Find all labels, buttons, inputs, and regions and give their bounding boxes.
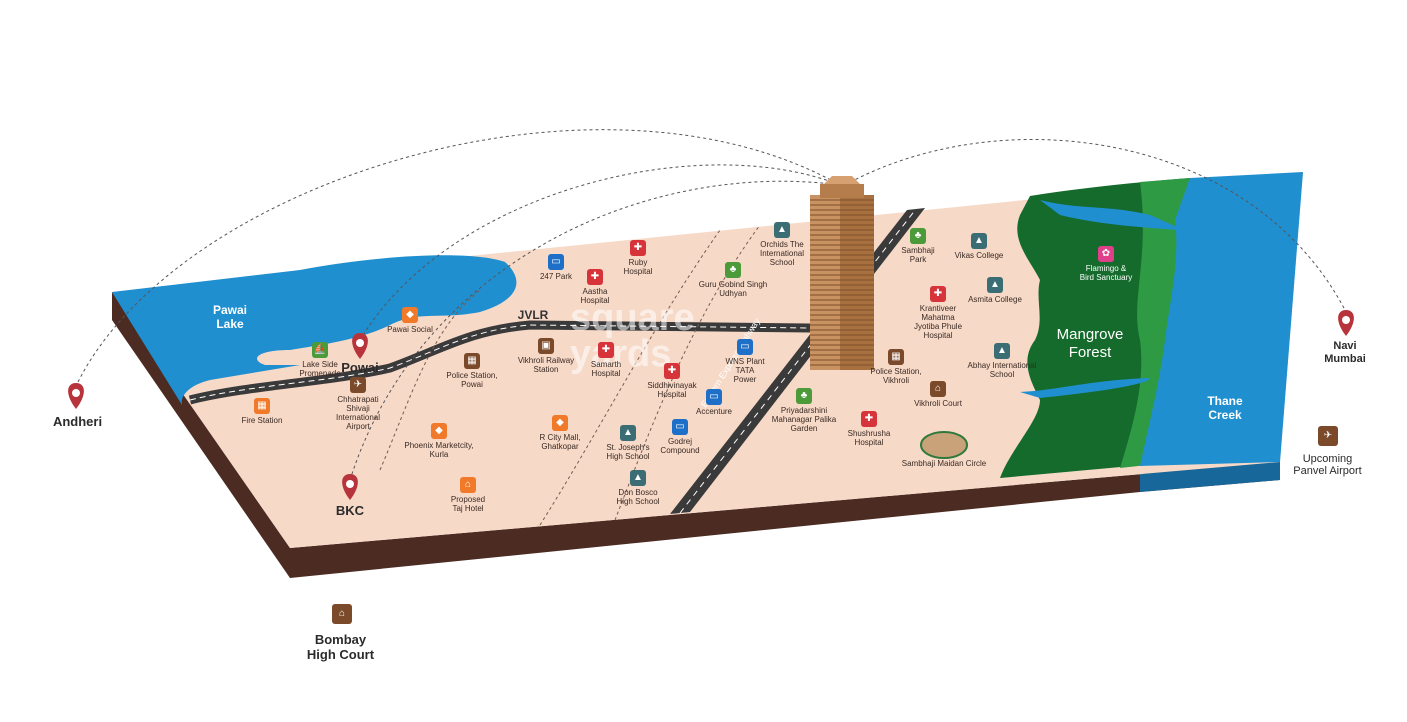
landmark-label-phoenix: Phoenix Marketcity, Kurla [404,441,474,459]
school-icon[interactable]: ▲ [774,222,790,238]
landmark-label-accenture: Accenture [695,407,733,416]
landmark-label-krantiveer: Krantiveer Mahatma Jyotiba Phule Hospita… [913,304,963,340]
landmark-label-abhay: Abhay International School [967,361,1037,379]
jvlr-road-center [189,324,811,401]
andheri-pin-icon[interactable] [68,383,84,409]
hospital-icon[interactable]: ✚ [930,286,946,302]
landmark-label-st-josephs: St. Joseph's High School [606,443,650,461]
building-icon[interactable]: ▦ [888,349,904,365]
park-icon[interactable]: ♣ [910,228,926,244]
powai-label[interactable]: Powai [341,360,379,375]
landmark-label-sambhaji-maidan: Sambhaji Maidan Circle [901,459,987,468]
airplane-icon[interactable]: ✈ [1318,426,1338,446]
landmark-label-flamingo: Flamingo & Bird Sanctuary [1079,264,1133,282]
building-icon[interactable]: ▦ [254,398,270,414]
landmark-label-airport: Chhatrapati Shivaji International Airpor… [335,395,381,431]
landmark-label-sambhaji-park: Sambhaji Park [901,246,935,264]
residential-tower [810,176,874,370]
pawai-lake-label: Pawai Lake [212,303,248,331]
landmark-label-priyadarshini: Priyadarshini Mahanagar Palika Garden [771,406,837,433]
powai-pin-icon[interactable] [352,333,368,359]
creek-inlet-bottom [1020,378,1150,398]
landmark-label-police-powai: Police Station, Powai [446,371,498,389]
landmark-label-siddhivinayak: Siddhivinayak Hospital [647,381,697,399]
arc-andheri [77,129,841,383]
hotel-icon[interactable]: ⌂ [460,477,476,493]
navi-mumbai-pin-icon[interactable] [1338,310,1354,336]
court-icon[interactable]: ⌂ [332,604,352,624]
bkc-label[interactable]: BKC [335,503,365,518]
bird-icon[interactable]: ✿ [1098,246,1114,262]
shopping-bag-icon[interactable]: ◆ [552,415,568,431]
landmark-label-samarth: Samarth Hospital [590,360,622,378]
school-icon[interactable]: ▲ [987,277,1003,293]
mangrove-forest-label: Mangrove Forest [1056,326,1124,361]
hospital-icon[interactable]: ✚ [598,342,614,358]
thane-creek [1140,172,1303,466]
andheri-label[interactable]: Andheri [52,414,103,429]
landmark-label-fire-station: Fire Station [241,416,283,425]
landmark-label-police-vikhroli: Police Station, Vikhroli [870,367,922,385]
landmark-label-asmita: Asmita College [968,295,1022,304]
school-icon[interactable]: ▲ [630,470,646,486]
bkc-pin-icon[interactable] [342,474,358,500]
landmark-label-shushrusha: Shushrusha Hospital [847,429,891,447]
monitor-icon[interactable]: ▭ [737,339,753,355]
landmark-label-don-bosco: Don Bosco High School [616,488,660,506]
rail-line-1 [539,229,721,526]
landmark-label-ruby: Ruby Hospital [623,258,653,276]
jvlr-label: JVLR [517,308,549,322]
monitor-icon[interactable]: ▭ [672,419,688,435]
park-icon[interactable]: ♣ [725,262,741,278]
landmark-label-guru-gobind: Guru Gobind Singh Udhyan [698,280,768,298]
school-icon[interactable]: ▲ [971,233,987,249]
panvel-airport-label[interactable]: Upcoming Panvel Airport [1293,453,1362,477]
hospital-icon[interactable]: ✚ [587,269,603,285]
pawai-lake [112,255,517,405]
landmark-label-taj: Proposed Taj Hotel [450,495,486,513]
landmark-label-wns: WNS Plant TATA Power [725,357,765,384]
park-icon[interactable]: ♣ [796,388,812,404]
landmark-label-r-city: R City Mall, Ghatkopar [539,433,581,451]
monitor-icon[interactable]: ▭ [706,389,722,405]
arc-powai [359,164,841,341]
thane-creek-label: Thane Creek [1207,394,1243,422]
sailboat-icon[interactable]: ⛵ [312,342,328,358]
landmark-label-vikhroli-court: Vikhroli Court [914,399,962,408]
landmark-label-247-park: 247 Park [539,272,573,281]
hospital-icon[interactable]: ✚ [861,411,877,427]
school-icon[interactable]: ▲ [620,425,636,441]
landmark-label-aastha: Aastha Hospital [580,287,610,305]
landmark-label-orchids: Orchids The International School [759,240,805,267]
shopping-bag-icon[interactable]: ◆ [402,307,418,323]
highway-center [679,208,917,514]
court-icon[interactable]: ⌂ [930,381,946,397]
arc-bkc [349,180,841,481]
monitor-icon[interactable]: ▭ [548,254,564,270]
rail-line-3 [379,289,481,471]
shopping-bag-icon[interactable]: ◆ [431,423,447,439]
bombay-high-court-label[interactable]: Bombay High Court [306,632,375,662]
connection-arcs [77,129,1346,481]
hospital-icon[interactable]: ✚ [630,240,646,256]
airplane-icon[interactable]: ✈ [350,377,366,393]
landmark-label-vikhroli-rail: Vikhroli Railway Station [517,356,575,374]
landmark-label-godrej: Godrej Compound [660,437,700,455]
school-icon[interactable]: ▲ [994,343,1010,359]
building-icon[interactable]: ▦ [464,353,480,369]
sambhaji-maidan-ground [920,431,968,459]
map-block-side [112,292,1280,578]
landmark-label-pawai-social: Pawai Social [387,325,433,334]
train-icon[interactable]: ▣ [538,338,554,354]
landmark-label-lake-side: Lake Side Promenade [299,360,341,378]
landmark-label-vikas: Vikas College [954,251,1004,260]
hospital-icon[interactable]: ✚ [664,363,680,379]
watermark: square yards [570,297,695,375]
creek-inlet-top [1040,200,1180,230]
navi-mumbai-label[interactable]: Navi Mumbai [1324,340,1366,365]
